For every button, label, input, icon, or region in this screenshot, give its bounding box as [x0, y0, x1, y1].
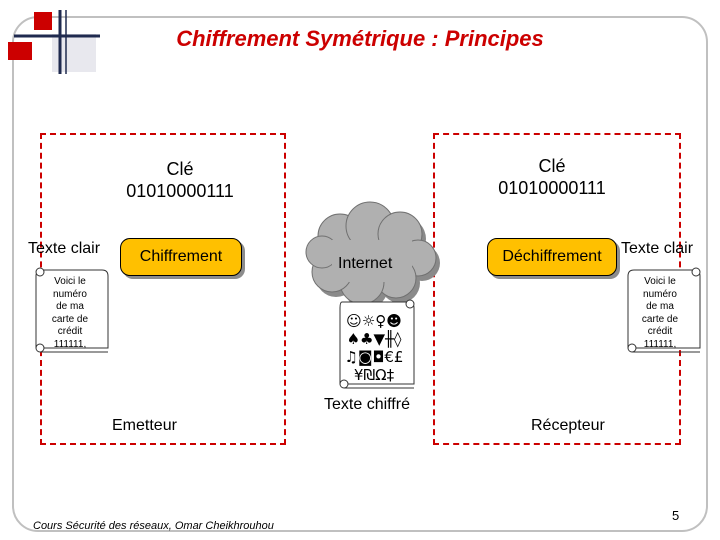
- receiver-plaintext-label: Texte clair: [621, 240, 694, 257]
- decryption-label: Déchiffrement: [502, 248, 602, 265]
- receiver-plaintext-document: Voici le numéro de ma carte de crédit 11…: [641, 276, 679, 350]
- receiver-key-value: 01010000111: [498, 178, 606, 198]
- ciphertext-label: Texte chiffré: [324, 396, 410, 413]
- sender-key-value: 01010000111: [126, 181, 234, 201]
- cipher-line: ♠♣▼╫◊: [346, 330, 402, 348]
- sender-key: Clé 01010000111: [110, 158, 250, 202]
- encryption-box: Chiffrement: [120, 238, 242, 276]
- internet-cloud-icon: [305, 201, 440, 309]
- slide-title: Chiffrement Symétrique : Principes: [176, 26, 544, 51]
- receiver-key-title: Clé: [538, 156, 566, 176]
- internet-label: Internet: [338, 255, 393, 272]
- page-number: 5: [672, 508, 680, 523]
- cipher-line: ¥₪Ω‡: [353, 366, 395, 384]
- ciphertext-document: ☺☼♀☻ ♠♣▼╫◊ ♫◙◘€£ ¥₪Ω‡: [336, 312, 412, 384]
- footer-course: Cours Sécurité des réseaux, Omar Cheikhr…: [33, 520, 274, 532]
- receiver-key: Clé 01010000111: [482, 155, 622, 199]
- sender-key-title: Clé: [166, 159, 194, 179]
- sender-plaintext-label: Texte clair: [28, 240, 101, 257]
- cipher-line: ☺☼♀☻: [346, 312, 402, 330]
- sender-plaintext-document: Voici le numéro de ma carte de crédit 11…: [51, 276, 89, 350]
- sender-scroll-icon: [35, 267, 109, 353]
- logo-icon: [8, 10, 100, 74]
- cipher-scroll-icon: [339, 299, 415, 389]
- encryption-label: Chiffrement: [139, 248, 223, 265]
- decryption-box: Déchiffrement: [487, 238, 617, 276]
- receiver-scroll-icon: [627, 267, 701, 353]
- sender-role-label: Emetteur: [112, 417, 177, 434]
- cipher-line: ♫◙◘€£: [344, 348, 404, 366]
- receiver-role-label: Récepteur: [531, 417, 605, 434]
